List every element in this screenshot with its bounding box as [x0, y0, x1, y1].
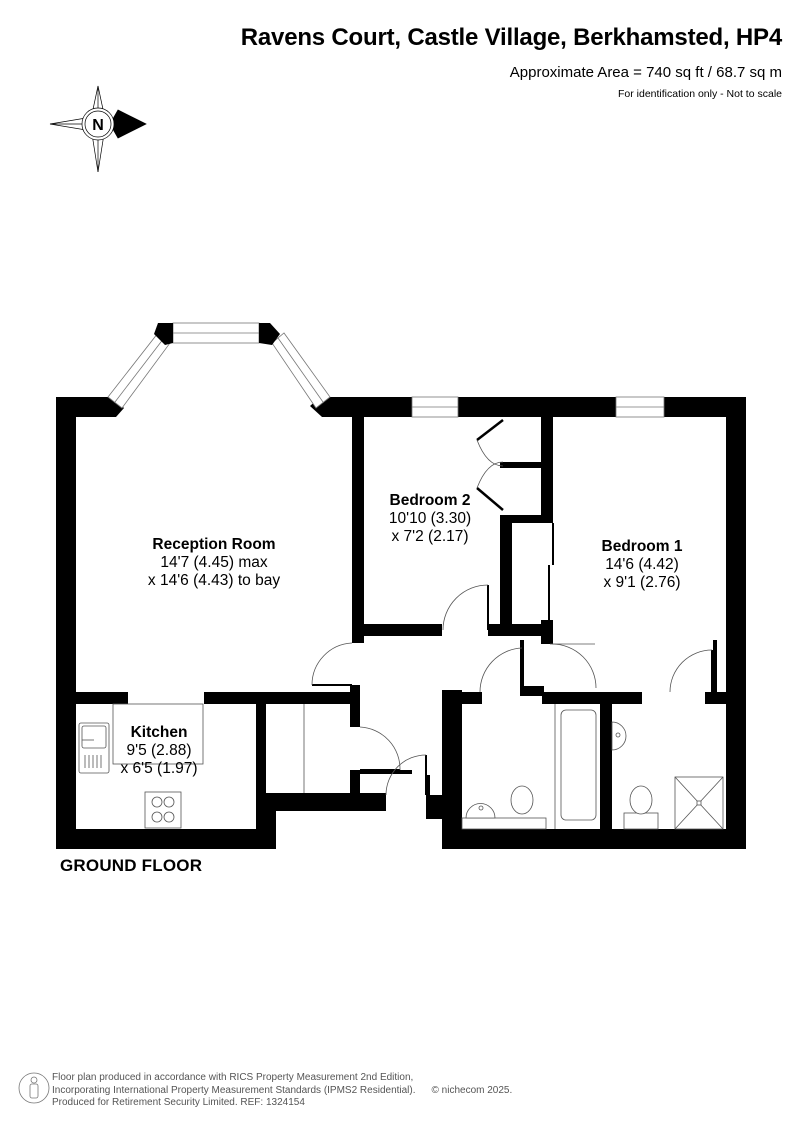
room-dimension: 14'6 (4.42) [605, 556, 679, 573]
accessibility-person-icon [18, 1072, 50, 1104]
room-dimension: x 9'1 (2.76) [603, 574, 681, 591]
footer-line-2: Incorporating International Property Mea… [52, 1084, 416, 1096]
room-dimension: 14'7 (4.45) max [160, 554, 268, 571]
room-dimension: x 7'2 (2.17) [391, 528, 469, 545]
room-kitchen: Kitchen 9'5 (2.88) x 6'5 (1.97) [114, 724, 204, 778]
ensuite-basin-icon [611, 721, 627, 751]
hob-icon [144, 791, 182, 829]
sink-icon [78, 722, 110, 774]
room-bedroom-2: Bedroom 2 10'10 (3.30) x 7'2 (2.17) [368, 492, 492, 546]
kitchen-fixtures [78, 703, 204, 829]
approximate-area: Approximate Area = 740 sq ft / 68.7 sq m [509, 64, 782, 81]
room-name: Kitchen [130, 724, 188, 741]
shower-tray-icon [674, 776, 724, 830]
room-bedroom-1: Bedroom 1 14'6 (4.42) x 9'1 (2.76) [580, 538, 704, 592]
walls [56, 397, 746, 849]
bathtub-icon [560, 709, 597, 821]
windows [411, 396, 665, 418]
toilet-icon [510, 785, 534, 815]
bay-window [107, 322, 331, 409]
copyright: © nichecom 2025. [431, 1084, 513, 1096]
north-compass-icon: N [49, 85, 147, 173]
bathroom-fixtures [461, 704, 724, 830]
room-dimension: 9'5 (2.88) [126, 742, 192, 759]
svg-text:N: N [92, 117, 104, 134]
room-reception: Reception Room 14'7 (4.45) max x 14'6 (4… [98, 536, 330, 590]
doors [311, 419, 713, 796]
ensuite-toilet-icon [629, 785, 653, 815]
footer-notes: Floor plan produced in accordance with R… [52, 1072, 512, 1110]
room-dimension: x 14'6 (4.43) to bay [147, 572, 281, 589]
room-name: Bedroom 2 [389, 492, 471, 509]
room-name: Reception Room [152, 536, 276, 553]
room-name: Bedroom 1 [601, 538, 683, 555]
scale-note: For identification only - Not to scale [618, 88, 782, 100]
property-title: Ravens Court, Castle Village, Berkhamste… [240, 24, 782, 51]
basin-icon [465, 803, 496, 819]
room-dimension: 10'10 (3.30) [388, 510, 472, 527]
footer-line-3: Produced for Retirement Security Limited… [52, 1097, 305, 1108]
floor-label: GROUND FLOOR [60, 856, 203, 875]
room-dimension: x 6'5 (1.97) [120, 760, 198, 777]
footer-line-1: Floor plan produced in accordance with R… [52, 1072, 414, 1083]
